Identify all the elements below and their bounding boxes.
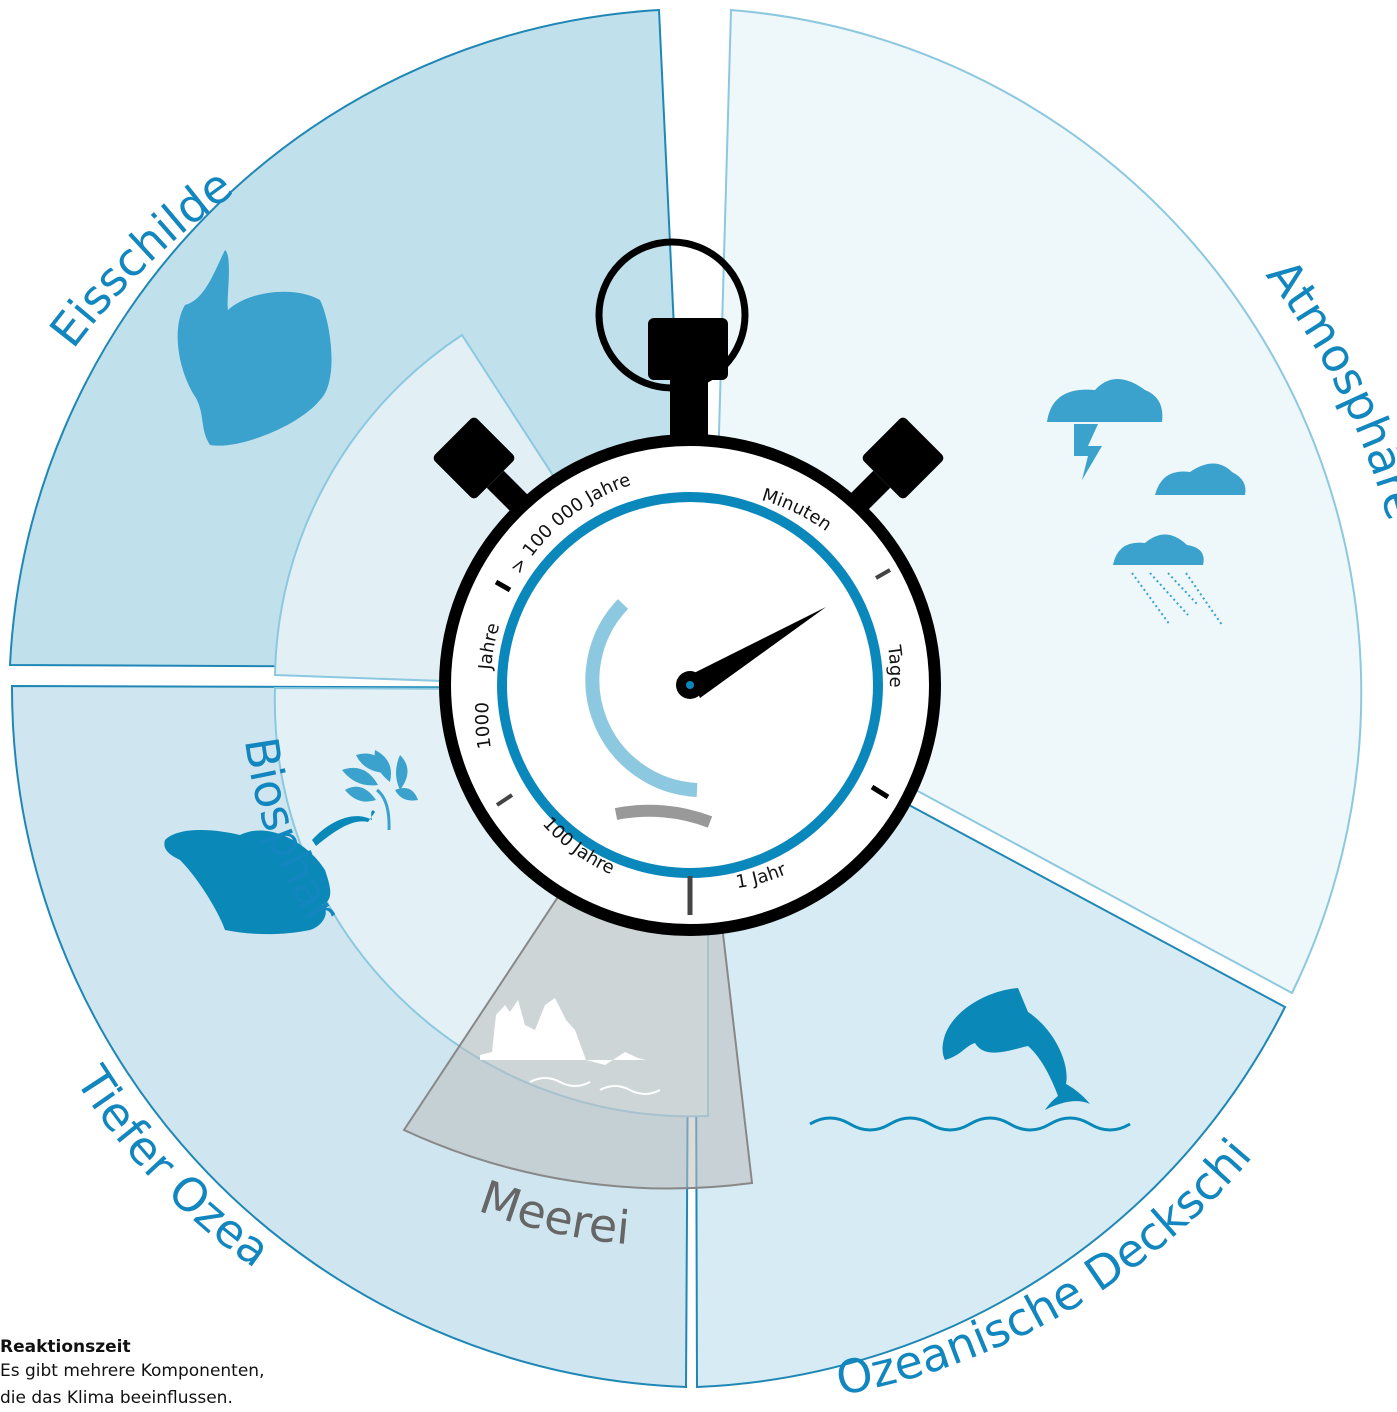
dolphin-icon xyxy=(809,988,1131,1132)
caption-line-2: die das Klima beeinflussen. xyxy=(0,1388,233,1408)
caption-line-1: Es gibt mehrere Komponenten, xyxy=(0,1361,265,1381)
caption: Reaktionszeit Es gibt mehrere Komponente… xyxy=(0,1336,420,1412)
dial-tage-label: Tage xyxy=(883,643,906,688)
cloud-icon xyxy=(1155,463,1246,495)
iceberg-icon xyxy=(480,998,661,1095)
stopwatch-icon xyxy=(433,238,944,936)
leaf-icon xyxy=(342,750,418,831)
caption-title: Reaktionszeit xyxy=(0,1337,131,1357)
anglerfish-icon xyxy=(164,810,375,935)
rain-cloud-icon xyxy=(1113,534,1223,626)
antarctica-icon xyxy=(177,250,332,446)
thunder-cloud-icon xyxy=(1047,379,1163,480)
